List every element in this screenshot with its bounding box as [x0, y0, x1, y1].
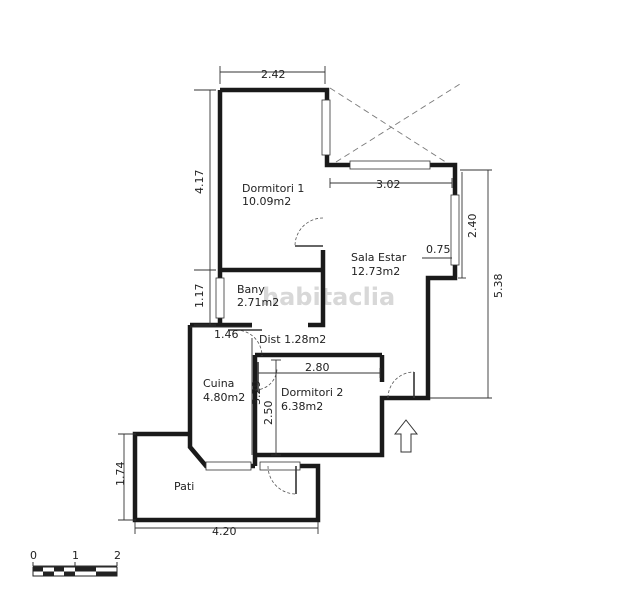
room-pati-name: Pati [174, 480, 194, 493]
room-cuina-area: 4.80m2 [203, 391, 245, 404]
room-bany-area: 2.71m2 [237, 296, 279, 309]
dimension-lines [118, 66, 492, 534]
entrance-arrow-icon [393, 419, 419, 453]
dim-pati-height: 1.74 [114, 462, 127, 487]
dim-right-upper: 2.40 [466, 214, 479, 239]
dim-sala-width: 3.02 [376, 178, 401, 191]
room-sala-name: Sala Estar [351, 251, 407, 264]
scale-bar: 0 1 2 [30, 549, 121, 577]
void-cross-marks [329, 83, 461, 169]
dim-dist-width: 1.46 [214, 328, 239, 341]
room-dist-label: Dist 1.28m2 [259, 333, 326, 346]
scale-label-0: 0 [30, 549, 37, 562]
doors [228, 217, 415, 495]
dim-pati-width: 4.20 [212, 525, 237, 538]
dim-left-middle: 1.17 [193, 284, 206, 309]
room-dormitori1-area: 10.09m2 [242, 195, 291, 208]
dim-dorm2-width: 2.80 [305, 361, 330, 374]
dim-dorm2-left-b: 2.50 [262, 401, 275, 426]
room-dormitori2-area: 6.38m2 [281, 400, 323, 413]
watermark: habitaclia [262, 283, 395, 311]
room-dormitori1-name: Dormitori 1 [242, 182, 304, 195]
scale-label-2: 2 [114, 549, 121, 562]
dim-right-total: 5.38 [492, 274, 505, 299]
dim-dorm2-left-a: 3.29 [250, 381, 263, 406]
room-bany-name: Bany [237, 283, 265, 296]
dim-left-upper: 4.17 [193, 170, 206, 195]
room-cuina-name: Cuina [203, 377, 234, 390]
dim-top-width: 2.42 [261, 68, 286, 81]
dim-recess: 0.75 [426, 243, 451, 256]
scale-label-1: 1 [72, 549, 79, 562]
room-dormitori2-name: Dormitori 2 [281, 386, 343, 399]
windows [205, 99, 460, 471]
room-sala-area: 12.73m2 [351, 265, 400, 278]
